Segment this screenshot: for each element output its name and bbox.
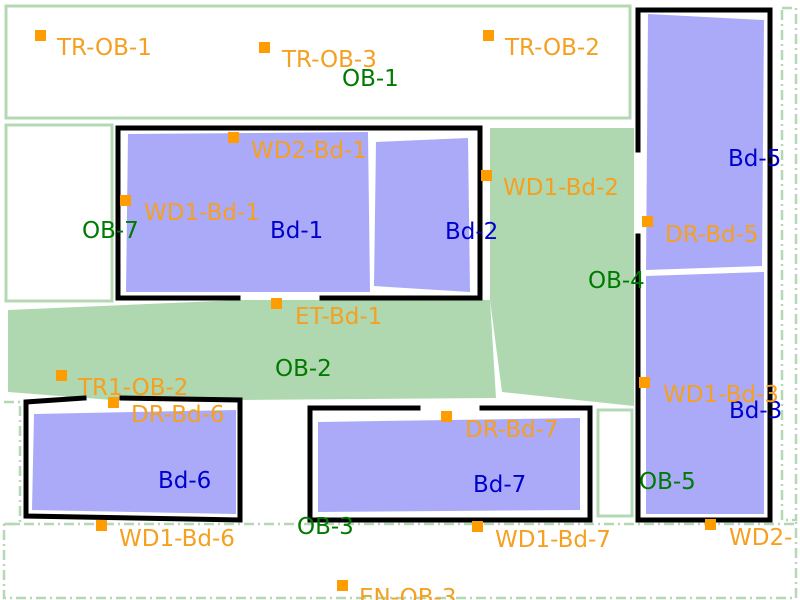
- label-tr-ob-2: TR-OB-2: [504, 35, 600, 61]
- marker-tr1-ob-2: [56, 370, 67, 381]
- room-bd-5-label: Bd-5: [728, 146, 781, 172]
- label-tr1-ob-2: TR1-OB-2: [77, 375, 188, 401]
- room-bd-5-fill: [646, 14, 764, 270]
- marker-wd1-bd-7: [472, 521, 483, 532]
- marker-dr-bd-5: [642, 216, 653, 227]
- marker-wd1-bd-2: [481, 170, 492, 181]
- room-bd-7-fill: [318, 418, 580, 512]
- room-bd-6-fill: [32, 410, 236, 514]
- room-bd-3-fill: [646, 272, 764, 514]
- open-area-labels: OB-1 OB-2 OB-3 OB-4 OB-5 OB-7: [82, 66, 696, 540]
- dash-outlines: [2, 6, 798, 600]
- label-dr-bd-7: DR-Bd-7: [465, 417, 559, 443]
- walls: [23, 7, 773, 523]
- marker-wd2-partial: [705, 519, 716, 530]
- label-dr-bd-6: DR-Bd-6: [131, 402, 225, 428]
- room-bd-1-label: Bd-1: [270, 218, 323, 244]
- label-en-ob-3: EN-OB-3: [359, 585, 457, 600]
- label-tr-ob-1: TR-OB-1: [56, 35, 152, 61]
- room-bd-7-label: Bd-7: [473, 472, 526, 498]
- marker-wd1-bd-1: [120, 195, 131, 206]
- outline-ob5-box: [596, 408, 634, 518]
- room-bd-2-fill: [374, 138, 470, 292]
- marker-tr-ob-2: [483, 30, 494, 41]
- label-wd1-bd-3: WD1-Bd-3: [663, 382, 779, 408]
- marker-wd1-bd-6: [96, 520, 107, 531]
- room-bd-1-fill: [126, 132, 370, 292]
- marker-dr-bd-6: [108, 397, 119, 408]
- room-bd-2-label: Bd-2: [445, 219, 498, 245]
- marker-dr-bd-7: [441, 411, 452, 422]
- open-ob-2-fill: [8, 300, 496, 400]
- open-area-fills: [8, 128, 634, 406]
- wall-bd-6: [23, 395, 243, 523]
- marker-wd2-bd-1: [228, 132, 239, 143]
- marker-tr-ob-1: [35, 30, 46, 41]
- room-fills: [32, 14, 764, 514]
- open-area-outlines: [4, 4, 632, 303]
- open-ob-4-label: OB-4: [588, 268, 645, 294]
- open-ob-4-fill: [490, 128, 634, 406]
- wall-bd-7: [307, 405, 593, 523]
- marker-et-bd-1: [271, 298, 282, 309]
- marker-en-ob-3: [337, 580, 348, 591]
- label-wd2-bd-1: WD2-Bd-1: [251, 138, 367, 164]
- marker-wd1-bd-3: [639, 377, 650, 388]
- label-dr-bd-5: DR-Bd-5: [665, 222, 759, 248]
- room-bd-6-label: Bd-6: [158, 468, 211, 494]
- open-ob-7-label: OB-7: [82, 218, 139, 244]
- room-labels: Bd-1 Bd-2 Bd-3 Bd-5 Bd-6 Bd-7: [158, 146, 782, 498]
- label-wd1-bd-6: WD1-Bd-6: [119, 526, 235, 552]
- markers: [35, 30, 716, 591]
- outline-left-box: [4, 123, 114, 303]
- open-ob-2-label: OB-2: [275, 356, 332, 382]
- label-wd2-partial: WD2-: [729, 525, 792, 551]
- label-wd1-bd-7: WD1-Bd-7: [495, 527, 611, 553]
- label-wd1-bd-1: WD1-Bd-1: [144, 200, 260, 226]
- open-ob-1-label: OB-1: [342, 66, 399, 92]
- open-ob-3-label: OB-3: [297, 514, 354, 540]
- outline-top-strip: [4, 4, 632, 120]
- marker-tr-ob-3: [259, 42, 270, 53]
- open-ob-5-label: OB-5: [639, 469, 696, 495]
- outline-right-dashed: [780, 6, 798, 522]
- label-wd1-bd-2: WD1-Bd-2: [503, 175, 619, 201]
- room-bd-3-label: Bd-3: [729, 398, 782, 424]
- label-tr-ob-3: TR-OB-3: [281, 47, 377, 73]
- label-et-bd-1: ET-Bd-1: [295, 304, 382, 330]
- wall-bd-1-2-top: [115, 125, 483, 301]
- marker-labels: TR-OB-1 TR-OB-3 TR-OB-2 WD2-Bd-1 WD1-Bd-…: [56, 35, 792, 600]
